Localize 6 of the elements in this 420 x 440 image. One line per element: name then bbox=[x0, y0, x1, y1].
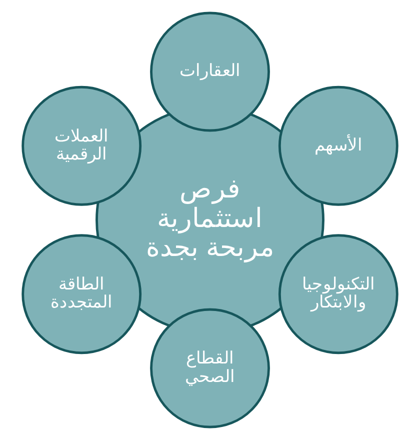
node-circle: العقارات bbox=[150, 12, 270, 132]
node-circle: العملات الرقمية bbox=[22, 86, 142, 206]
node-circle: التكنولوجيا والابتكار bbox=[278, 234, 398, 354]
node-circle: الأسهم bbox=[278, 86, 398, 206]
node-circle: الطاقة المتجددة bbox=[22, 234, 142, 354]
node-circle: القطاع الصحي bbox=[150, 308, 270, 428]
